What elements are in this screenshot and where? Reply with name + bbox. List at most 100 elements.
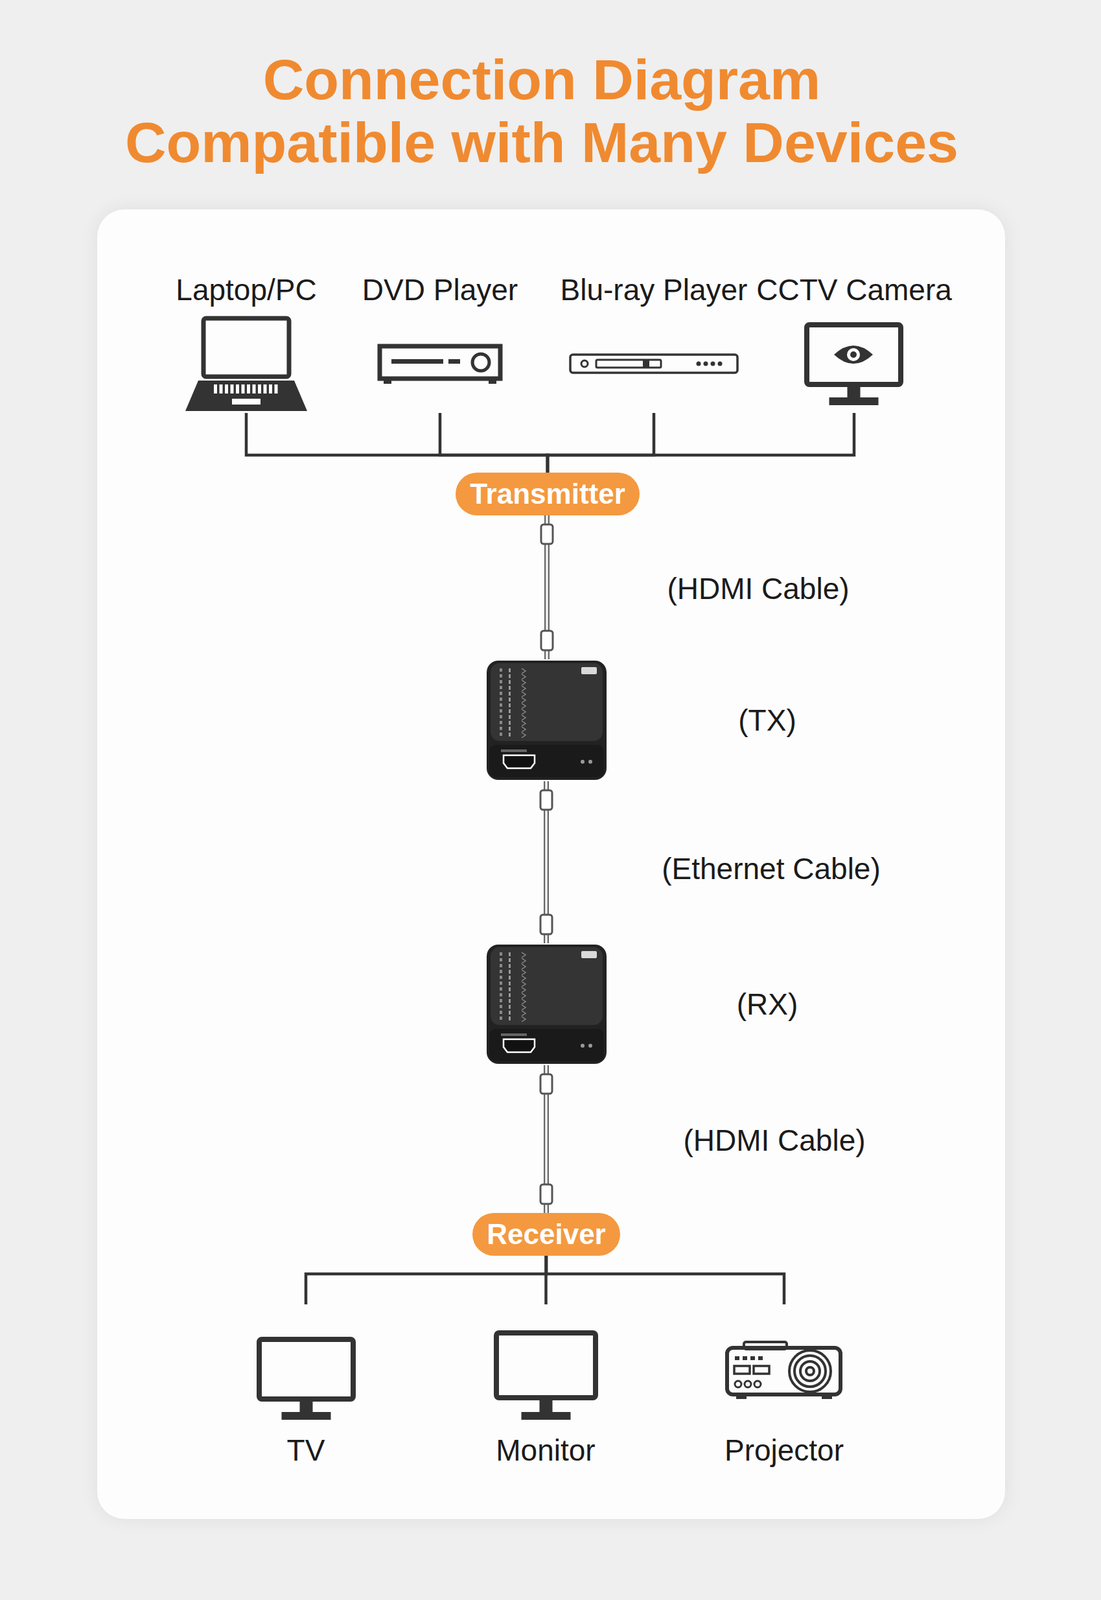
device-print xyxy=(521,714,526,720)
laptop-base xyxy=(185,380,308,411)
projector-vent xyxy=(734,1355,740,1360)
eye-pupil xyxy=(850,351,857,358)
eye-symbol xyxy=(834,345,873,364)
projector-dial xyxy=(744,1380,752,1387)
laptop-touchpad xyxy=(231,398,261,405)
cctv-icon xyxy=(804,322,904,407)
label-wrap: CCTV Camera xyxy=(756,272,952,308)
device-print xyxy=(508,714,511,719)
bluray-button xyxy=(703,361,709,367)
projector-dial xyxy=(754,1380,761,1387)
device-print xyxy=(521,720,526,726)
laptop-key xyxy=(224,384,229,394)
device-print xyxy=(521,957,526,963)
cable-label: (Ethernet Cable) xyxy=(659,850,884,887)
tv-icon xyxy=(256,1336,356,1421)
device-top-face xyxy=(490,946,603,1025)
device-print xyxy=(508,720,511,725)
device-print xyxy=(508,981,511,986)
connector-group xyxy=(440,412,548,473)
connector-group xyxy=(547,412,654,473)
bracket-line xyxy=(305,1255,547,1304)
device-print xyxy=(508,951,511,956)
device-print xyxy=(499,697,503,701)
device-item: Monitor xyxy=(491,1303,601,1468)
device-print xyxy=(521,732,526,738)
device-item: Laptop/PC xyxy=(173,272,319,413)
bracket-line xyxy=(546,1255,785,1304)
device-print xyxy=(499,975,503,979)
device-print xyxy=(499,685,503,689)
device-print xyxy=(521,703,526,709)
bluray-button xyxy=(718,361,723,367)
node-label: Monitor xyxy=(495,1432,595,1468)
device-print xyxy=(499,998,503,1002)
device-print xyxy=(508,685,511,690)
icon-box xyxy=(493,1303,599,1421)
laptop-key xyxy=(235,384,240,394)
projector-dial xyxy=(734,1380,742,1387)
device-print xyxy=(499,1010,503,1014)
cable-label: (HDMI Cable) xyxy=(664,570,852,607)
device-print xyxy=(499,714,503,719)
cable-plug xyxy=(540,1183,553,1204)
device-print xyxy=(499,1004,503,1008)
bluray-display xyxy=(642,360,650,367)
device-print xyxy=(521,668,526,674)
node-label: Blu-ray Player xyxy=(560,272,748,308)
label-wrap: DVD Player xyxy=(362,272,518,308)
dvd-button xyxy=(448,359,461,364)
device-print xyxy=(508,679,511,684)
connector-group xyxy=(305,1255,547,1304)
label-wrap: TV xyxy=(287,1432,326,1468)
hdmi-port xyxy=(503,1038,535,1052)
label-wrap: Monitor xyxy=(495,1432,595,1468)
device-print xyxy=(508,697,511,702)
device-print xyxy=(499,1016,503,1020)
projector-foot xyxy=(736,1393,747,1399)
connector-group xyxy=(540,780,553,943)
projector-top xyxy=(743,1341,787,1349)
device-print xyxy=(499,986,503,991)
device-print xyxy=(521,691,526,697)
status-led xyxy=(580,759,585,764)
device-front-face xyxy=(489,1028,604,1061)
device-print xyxy=(521,708,526,715)
icon-box xyxy=(485,942,608,1065)
label-wrap: Projector xyxy=(724,1432,844,1468)
projector-lens xyxy=(794,1355,826,1387)
screen-frame xyxy=(496,1332,596,1398)
device-print xyxy=(521,986,526,993)
node-label: Projector xyxy=(724,1432,844,1468)
node-label: (TX) xyxy=(738,702,796,739)
projector-vent xyxy=(742,1355,748,1360)
device-icon xyxy=(485,659,608,781)
cable-plug xyxy=(541,630,553,650)
screen-base xyxy=(281,1411,331,1420)
device-print xyxy=(521,969,526,975)
laptop-screen xyxy=(203,318,290,377)
icon-box xyxy=(485,659,608,781)
connector-group xyxy=(547,412,855,473)
laptop-key xyxy=(213,384,218,394)
stage-pill: Transmitter xyxy=(455,472,640,516)
icon-box xyxy=(377,315,503,413)
device-print xyxy=(521,998,526,1004)
device-print xyxy=(508,708,511,713)
bracket-line xyxy=(547,412,855,473)
projector-icon xyxy=(724,1338,844,1400)
dvd-knob xyxy=(472,353,490,371)
device-print xyxy=(521,679,526,685)
laptop-key xyxy=(274,384,278,394)
screen-base xyxy=(829,397,879,406)
device-print xyxy=(499,992,503,997)
device-body xyxy=(486,944,607,1064)
cable-plug xyxy=(541,524,553,544)
bluray-button xyxy=(696,361,702,367)
laptop-key xyxy=(219,384,223,394)
device-print xyxy=(508,703,511,707)
laptop-key xyxy=(246,384,251,394)
device-print xyxy=(499,720,503,724)
device-print xyxy=(508,957,511,962)
